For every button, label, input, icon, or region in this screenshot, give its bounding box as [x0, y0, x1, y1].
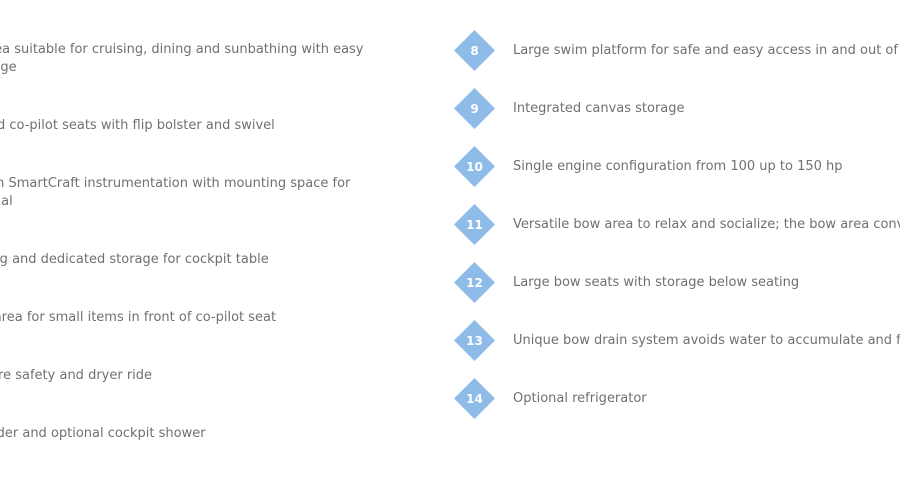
feature-text: Large bow seats with storage below seati…: [513, 275, 800, 290]
feature-number: 11: [466, 218, 483, 232]
feature-text: or more safety and dryer ride: [0, 367, 406, 385]
feature-text-line: m with SmartCraft instrumentation with m…: [0, 176, 351, 209]
feature-text: lot and co-pilot seats with flip bolster…: [0, 117, 406, 135]
feature-number: 8: [470, 44, 479, 58]
feature-text: Unique bow drain system avoids water to …: [513, 333, 900, 348]
feature-text: Large swim platform for safe and easy ac…: [513, 43, 900, 58]
feature-text: Optional refrigerator: [513, 391, 647, 406]
feature-text: seating and dedicated storage for cockpi…: [0, 251, 406, 269]
feature-text: rage area for small items in front of co…: [0, 309, 406, 327]
feature-text: Versatile bow area to relax and socializ…: [513, 217, 900, 232]
feature-number: 13: [466, 334, 483, 348]
feature-text-line: lot and co-pilot seats with flip bolster…: [0, 118, 275, 133]
feature-text-line: rage area for small items in front of co…: [0, 310, 277, 325]
feature-number: 10: [466, 160, 483, 174]
feature-text-line: m ladder and optional cockpit shower: [0, 426, 206, 441]
feature-text: m ladder and optional cockpit shower: [0, 425, 406, 443]
feature-text-line: n lounge: [0, 60, 17, 75]
feature-number: 9: [470, 102, 479, 116]
feature-number: 12: [466, 276, 483, 290]
feature-text-line: pit area suitable for cruising, dining a…: [0, 42, 364, 57]
feature-text: Single engine configuration from 100 up …: [513, 159, 843, 174]
feature-text: pit area suitable for cruising, dining a…: [0, 41, 406, 77]
feature-text-line: seating and dedicated storage for cockpi…: [0, 252, 269, 267]
feature-text-line: or more safety and dryer ride: [0, 368, 153, 383]
feature-text: Integrated canvas storage: [513, 101, 685, 116]
feature-text: m with SmartCraft instrumentation with m…: [0, 175, 406, 229]
feature-text-line: ter: [0, 211, 406, 229]
feature-number: 14: [466, 392, 483, 406]
